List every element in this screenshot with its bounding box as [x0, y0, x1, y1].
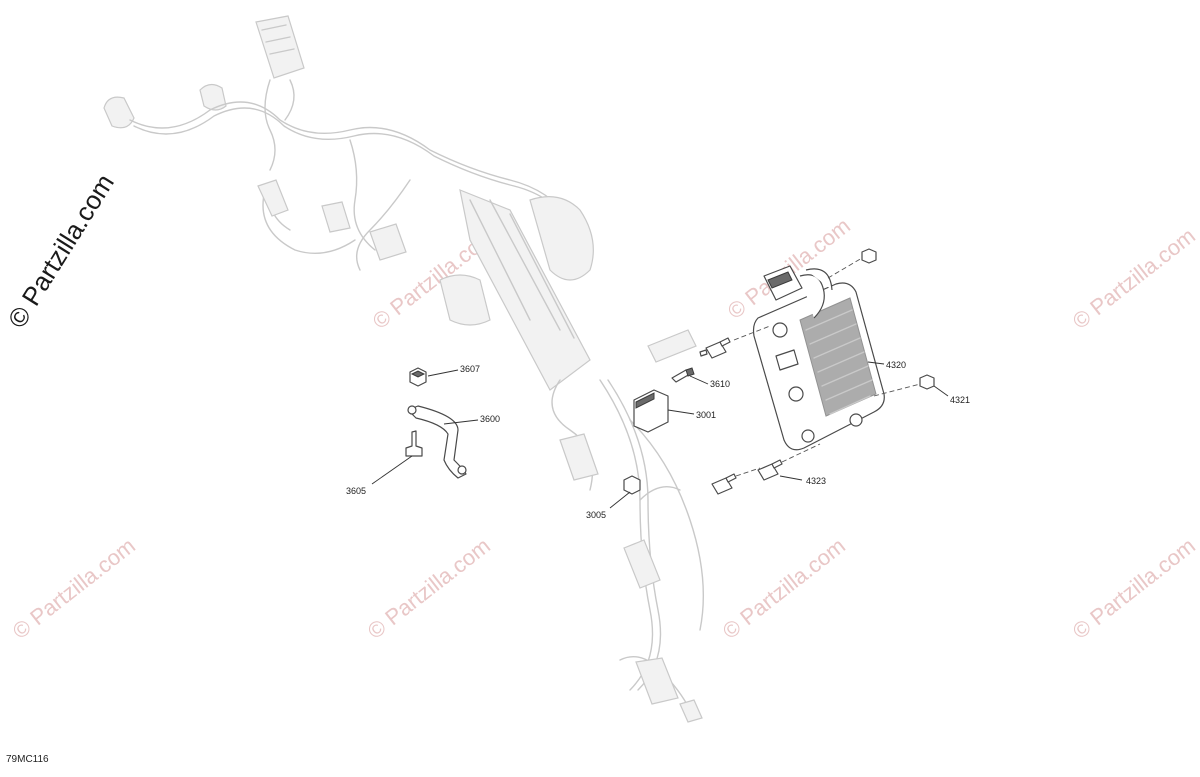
connector-3001: [633, 389, 669, 433]
figure-code: 79MC116: [6, 754, 49, 765]
bolt-3605: [405, 430, 423, 457]
wiring-harness: [103, 15, 705, 723]
watermark-main: © Partzilla.com: [2, 169, 120, 333]
standoffs-4323: [711, 459, 783, 495]
callout-3005[interactable]: 3005: [586, 510, 606, 520]
callout-4320[interactable]: 4320: [886, 360, 906, 370]
leader-lines: [371, 361, 949, 509]
callout-4321[interactable]: 4321: [950, 395, 970, 405]
callout-labels: 3607 3600 3605 3610 3001 3005 4320 4321 …: [346, 360, 970, 520]
watermark-text: © Partzilla.com: [1068, 533, 1200, 644]
standoff-upper: [699, 337, 731, 359]
callout-3600[interactable]: 3600: [480, 414, 500, 424]
nut-3005: [623, 475, 641, 495]
callout-3607[interactable]: 3607: [460, 364, 480, 374]
callout-4323[interactable]: 4323: [806, 476, 826, 486]
bolt-3610: [671, 367, 695, 383]
ground-strap: [407, 405, 467, 479]
watermark-text: © Partzilla.com: [718, 533, 850, 644]
watermark-text: © Partzilla.com: [1068, 223, 1200, 334]
voltage-regulator: [752, 265, 885, 451]
watermark-text: © Partzilla.com: [8, 533, 140, 644]
callout-3610[interactable]: 3610: [710, 379, 730, 389]
callout-3001[interactable]: 3001: [696, 410, 716, 420]
nut-3607: [409, 367, 427, 387]
nuts-4321: [861, 248, 935, 390]
watermark-layer: © Partzilla.com © Partzilla.com © Partzi…: [8, 213, 1200, 644]
watermark-text: © Partzilla.com: [363, 533, 495, 644]
callout-3605[interactable]: 3605: [346, 486, 366, 496]
